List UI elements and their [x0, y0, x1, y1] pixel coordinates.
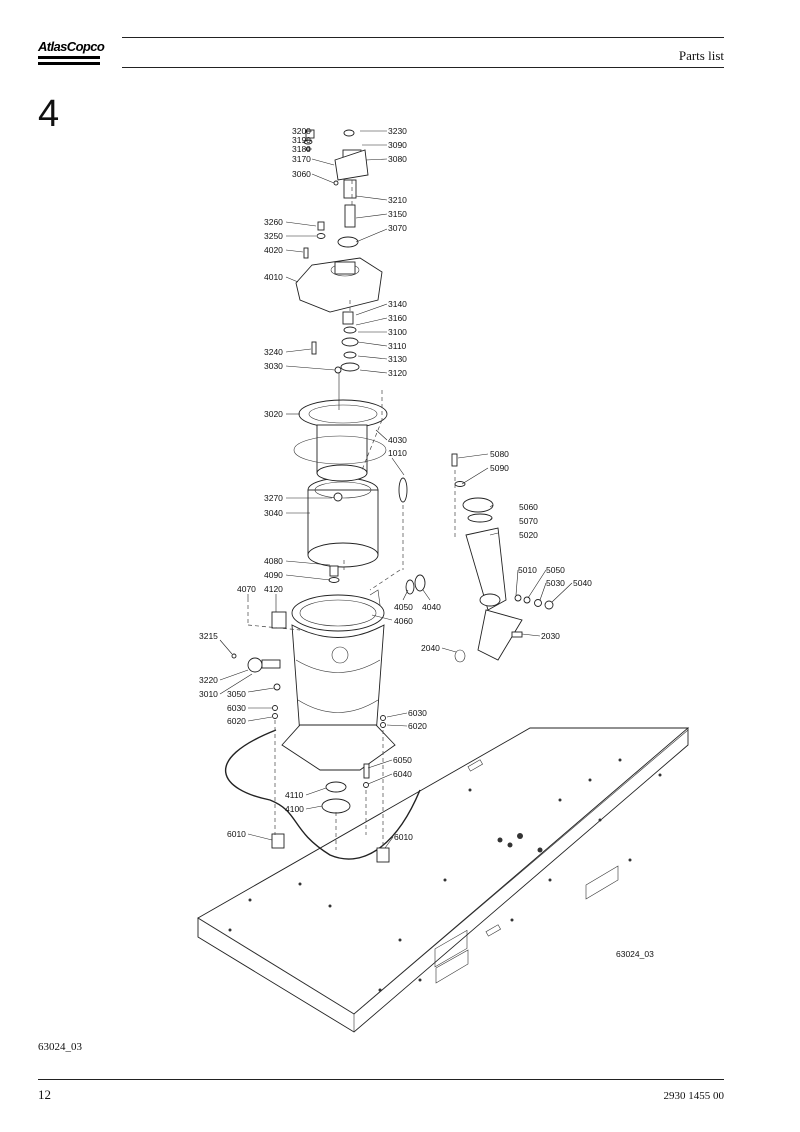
callout-label: 3080 [388, 154, 407, 164]
callout-label: 4010 [264, 272, 283, 282]
page-number: 12 [38, 1087, 51, 1102]
callout-label: 3240 [264, 347, 283, 357]
callout-label: 3070 [388, 223, 407, 233]
callout-label: 4100 [285, 804, 304, 814]
callout-label: 3130 [388, 354, 407, 364]
callout-label: 6010 [394, 832, 413, 842]
hose-arm-assembly [451, 453, 554, 663]
document-number: 2930 1455 00 [663, 1090, 725, 1102]
callout-label: 6030 [408, 708, 427, 718]
canister [307, 477, 379, 568]
callout-label: 3180 [292, 144, 311, 154]
footer-rule [38, 1079, 724, 1080]
callout-label: 3050 [227, 689, 246, 699]
callout-label: 3140 [388, 299, 407, 309]
callout-label: 3230 [388, 126, 407, 136]
atlas-copco-logo: AtlasCopco [38, 40, 105, 68]
callout-label: 3090 [388, 140, 407, 150]
callout-label: 3040 [264, 508, 283, 518]
callout-label: 3030 [264, 361, 283, 371]
callout-label: 5050 [546, 565, 565, 575]
callout-label: 3100 [388, 327, 407, 337]
callout-label: 3190 [292, 135, 311, 145]
callout-label: 3215 [199, 631, 218, 641]
callout-label: 2030 [541, 631, 560, 641]
side-small-parts [231, 477, 426, 863]
callout-label: 3120 [388, 368, 407, 378]
callout-label: 5060 [519, 502, 538, 512]
section-number: 4 [38, 93, 60, 135]
figure-caption: 63024_03 [38, 1041, 82, 1053]
callout-label: 4070 [237, 584, 256, 594]
callout-labels: 3200 3190 3180 3170 3060 3230 3090 3080 … [199, 126, 654, 959]
liner [293, 399, 388, 482]
callout-label: 3210 [388, 195, 407, 205]
callout-label: 6010 [227, 829, 246, 839]
callout-label: 6040 [393, 769, 412, 779]
assembly-lines [247, 180, 456, 850]
logo-wordmark: AtlasCopco [38, 39, 105, 54]
callout-label: 5040 [573, 578, 592, 588]
logo-stripe [38, 56, 100, 59]
callout-label: 5090 [490, 463, 509, 473]
callout-label: 5080 [490, 449, 509, 459]
callout-label: 4020 [264, 245, 283, 255]
page-title: Parts list [678, 48, 724, 63]
callout-label: 6050 [393, 755, 412, 765]
callout-label: 6020 [408, 721, 427, 731]
callout-label: 4120 [264, 584, 283, 594]
callout-label: 5070 [519, 516, 538, 526]
callout-label: 3260 [264, 217, 283, 227]
callout-label: 3270 [264, 493, 283, 503]
base-frame [197, 727, 690, 1033]
callout-label: 4060 [394, 616, 413, 626]
callout-label: 3020 [264, 409, 283, 419]
callout-label: 5020 [519, 530, 538, 540]
callout-label: 4050 [394, 602, 413, 612]
leader-lines [219, 130, 573, 849]
drawing-reference: 63024_03 [616, 949, 654, 959]
exploded-parts-drawing: 3200 3190 3180 3170 3060 3230 3090 3080 … [197, 126, 690, 1033]
callout-label: 6020 [227, 716, 246, 726]
callout-label: 4040 [422, 602, 441, 612]
callout-label: 6030 [227, 703, 246, 713]
callout-label: 4090 [264, 570, 283, 580]
callout-label: 3200 [292, 126, 311, 136]
callout-label: 4030 [388, 435, 407, 445]
callout-label: 3250 [264, 231, 283, 241]
callout-label: 3010 [199, 689, 218, 699]
callout-label: 4110 [285, 790, 304, 800]
callout-label: 3160 [388, 313, 407, 323]
callout-label: 5030 [546, 578, 565, 588]
vessel-housing [281, 589, 396, 771]
callout-label: 5010 [518, 565, 537, 575]
callout-label: 3220 [199, 675, 218, 685]
callout-label: 3060 [292, 169, 311, 179]
callout-label: 4080 [264, 556, 283, 566]
logo-stripe [38, 62, 100, 65]
header-rule-top [122, 37, 724, 38]
header-rule-bottom [122, 67, 724, 68]
callout-label: 3110 [388, 341, 407, 351]
valve-cover [295, 129, 383, 410]
callout-label: 3170 [292, 154, 311, 164]
callout-label: 2040 [421, 643, 440, 653]
callout-label: 1010 [388, 448, 407, 458]
callout-label: 3150 [388, 209, 407, 219]
